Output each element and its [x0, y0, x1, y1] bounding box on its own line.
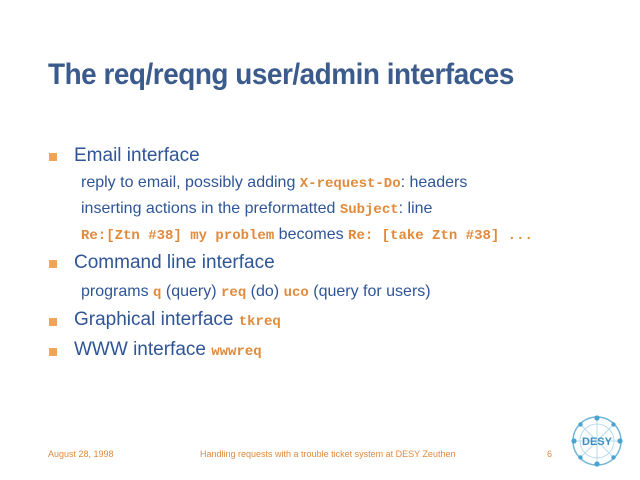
- text: inserting actions in the preformatted: [81, 200, 340, 217]
- text: WWW interface: [74, 339, 212, 360]
- code-tkreq: tkreq: [238, 314, 281, 330]
- cmdline-interface-heading: Command line interface: [74, 252, 275, 273]
- text: programs: [81, 283, 154, 300]
- footer-date: August 28, 1998: [48, 449, 114, 459]
- www-interface-heading: WWW interface wwwreq: [74, 339, 262, 361]
- footer-page-number: 6: [547, 449, 553, 459]
- code-q: q: [153, 285, 162, 301]
- gui-interface-heading: Graphical interface tkreq: [74, 309, 281, 331]
- code-req: req: [221, 285, 247, 301]
- code-re-after: Re: [take Ztn #38] ...: [348, 228, 533, 244]
- text: becomes: [274, 226, 349, 243]
- text: : line: [398, 200, 433, 217]
- text: (query for users): [308, 283, 431, 300]
- text: (do): [246, 283, 284, 300]
- desy-logo-icon: DESY: [571, 415, 623, 467]
- text: (query): [161, 283, 222, 300]
- email-line-reply: reply to email, possibly adding X-reques…: [81, 174, 467, 192]
- bullet-icon: [49, 318, 57, 326]
- code-wwwreq: wwwreq: [211, 344, 262, 360]
- email-interface-heading: Email interface: [74, 145, 200, 166]
- bullet-icon: [49, 153, 57, 161]
- email-line-example: Re:[Ztn #38] my problem becomes Re: [tak…: [81, 226, 533, 244]
- code-re-before: Re:[Ztn #38] my problem: [81, 228, 275, 244]
- bullet-icon: [49, 260, 57, 268]
- code-uco: uco: [283, 285, 309, 301]
- slide-title: The req/reqng user/admin interfaces: [48, 58, 514, 91]
- text: reply to email, possibly adding: [81, 174, 300, 191]
- cmdline-programs-line: programs q (query) req (do) uco (query f…: [81, 283, 431, 301]
- footer-subject: Handling requests with a trouble ticket …: [200, 449, 456, 459]
- bullet-icon: [49, 348, 57, 356]
- email-line-subject: inserting actions in the preformatted Su…: [81, 200, 432, 218]
- code-subject: Subject: [339, 202, 399, 218]
- text: Graphical interface: [74, 309, 239, 330]
- code-x-request-do: X-request-Do: [299, 176, 401, 192]
- text: : headers: [400, 174, 468, 191]
- desy-logo-text: DESY: [582, 436, 613, 448]
